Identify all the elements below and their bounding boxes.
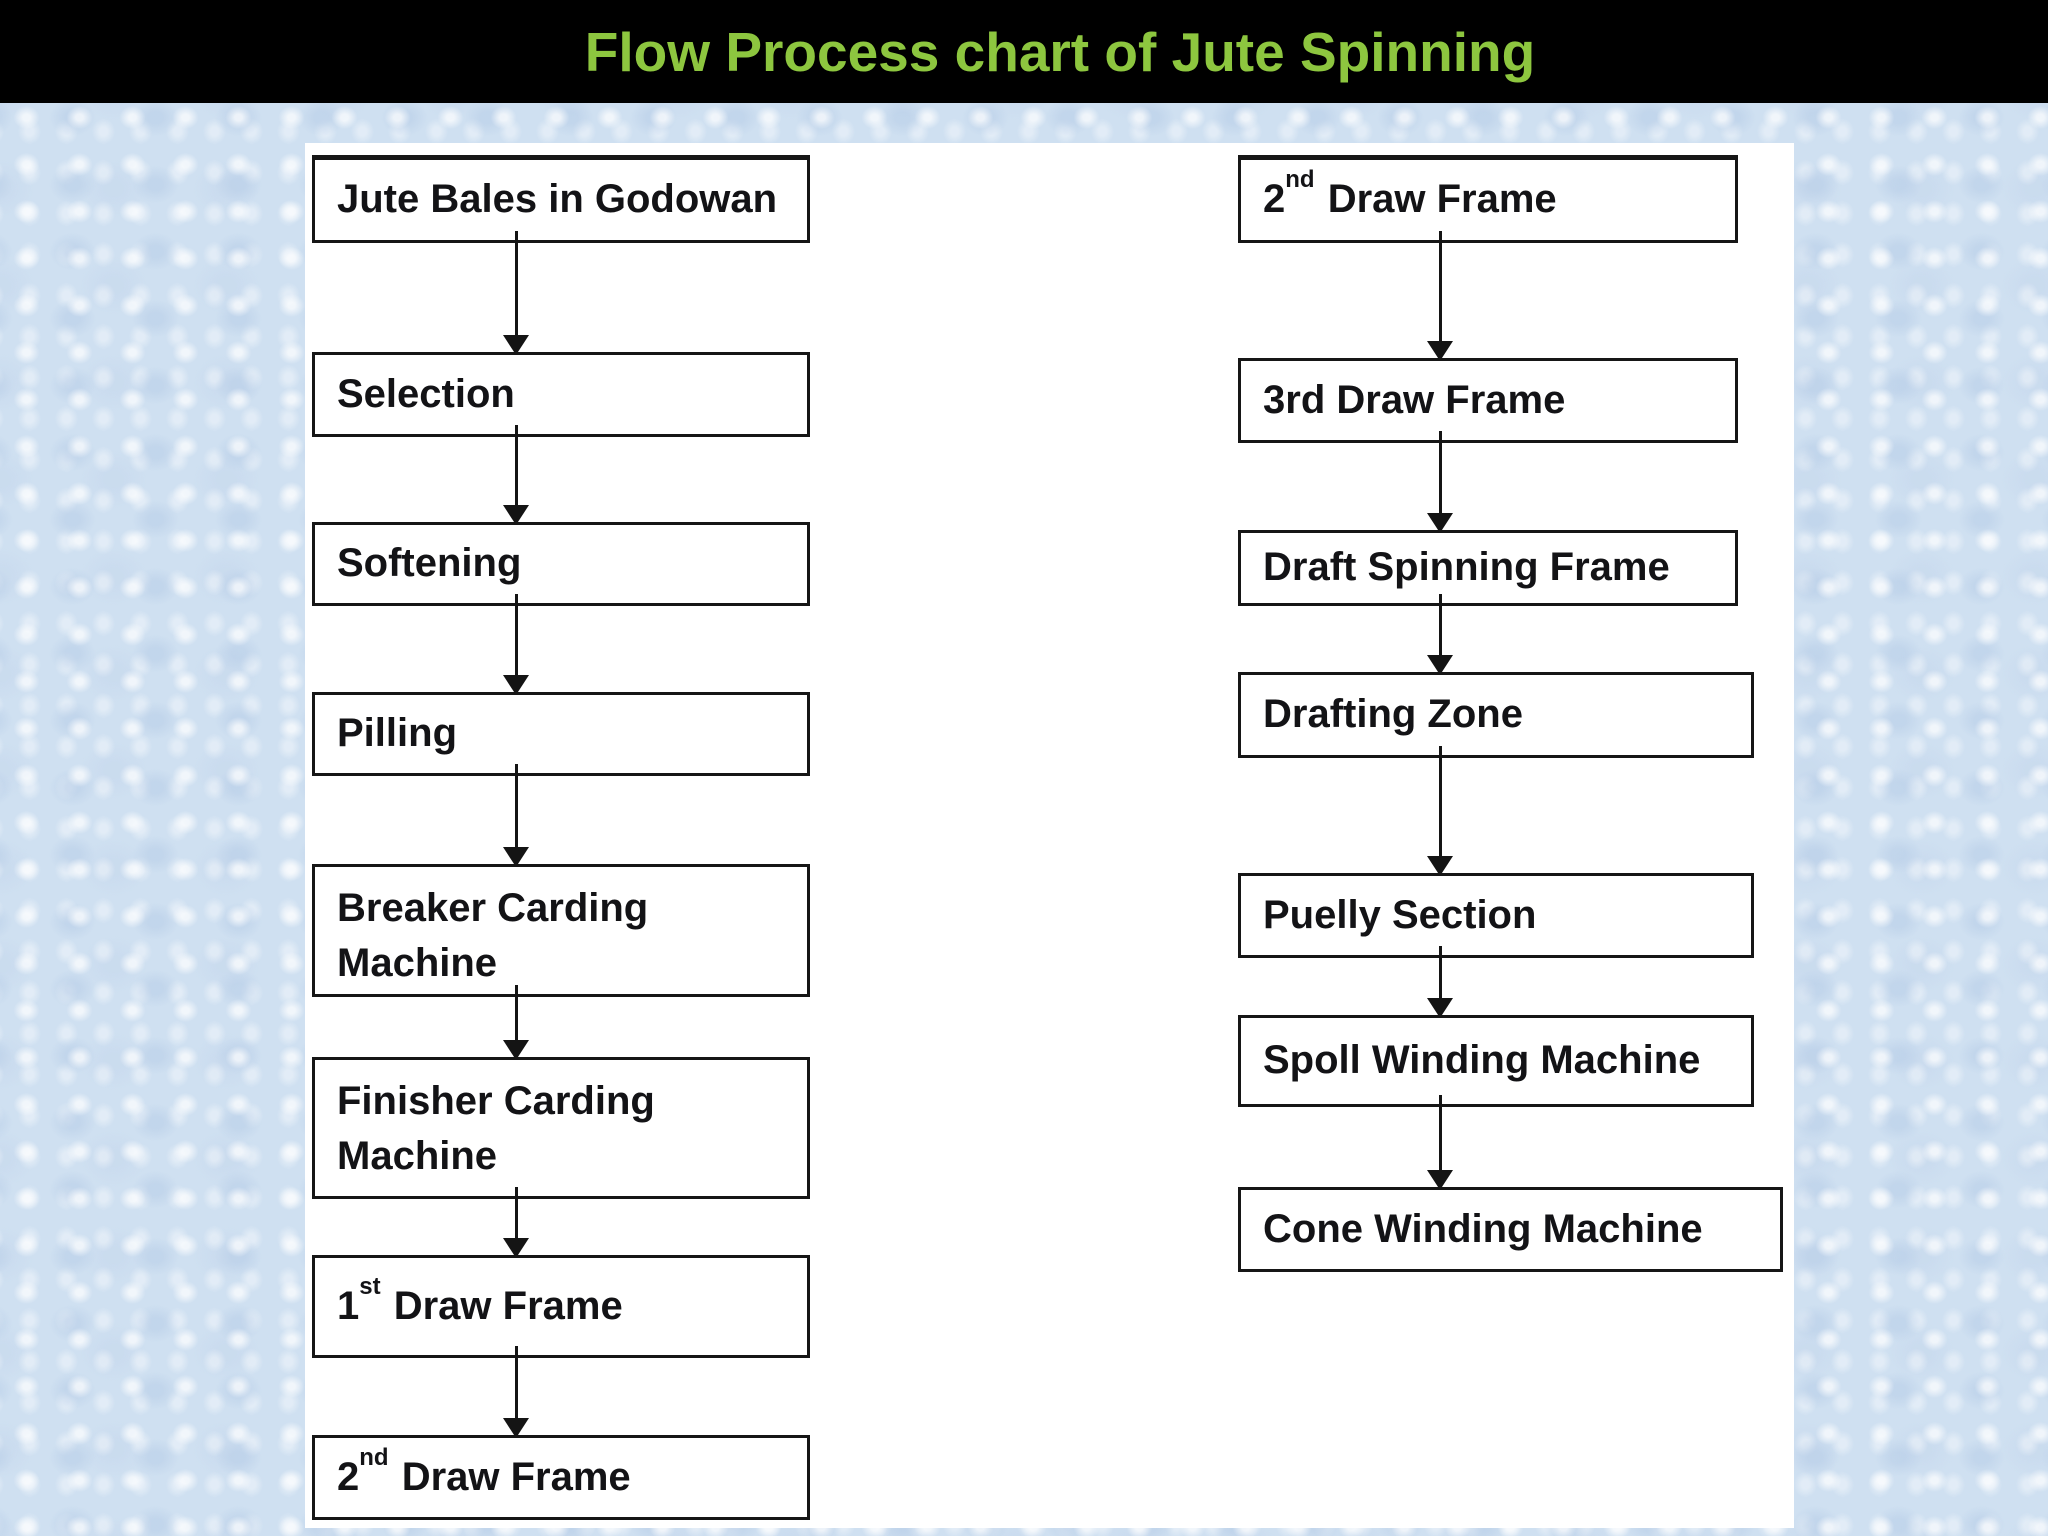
process-box-label: Draft Spinning Frame [1263, 545, 1670, 590]
flow-arrow-down [1427, 231, 1453, 361]
process-box-label: Breaker Carding Machine [337, 886, 649, 986]
process-box-pilling: Pilling [312, 692, 810, 776]
process-box-label: Spoll Winding Machine [1263, 1038, 1701, 1083]
process-box-label: Finisher Carding Machine [337, 1079, 655, 1179]
flow-arrow-down [503, 985, 529, 1060]
process-box-label: Pilling [337, 711, 457, 756]
process-box-label: 2nd Draw Frame [337, 1443, 631, 1499]
process-box-breaker-carding-machine: Breaker Carding Machine [312, 864, 810, 997]
process-box-1st-draw-frame: 1st Draw Frame [312, 1255, 810, 1358]
process-box-spoll-winding-machine: Spoll Winding Machine [1238, 1015, 1754, 1107]
flow-arrow-down [503, 764, 529, 867]
process-box-label: Selection [337, 371, 515, 416]
flow-arrow-down [1427, 746, 1453, 876]
process-box-cone-winding-machine: Cone Winding Machine [1238, 1187, 1783, 1272]
process-box-2nd-draw-frame: 2nd Draw Frame [312, 1435, 810, 1520]
flow-arrow-down [503, 1346, 529, 1438]
title-bar: Flow Process chart of Jute Spinning [0, 0, 2048, 103]
process-box-label: Softening [337, 541, 522, 586]
process-box-softening: Softening [312, 522, 810, 606]
process-box-puelly-section: Puelly Section [1238, 873, 1754, 958]
flow-arrow-down [503, 594, 529, 695]
process-box-label: Cone Winding Machine [1263, 1206, 1703, 1251]
process-box-drafting-zone: Drafting Zone [1238, 672, 1754, 758]
process-box-selection: Selection [312, 352, 810, 437]
process-box-label: 1st Draw Frame [337, 1272, 623, 1328]
page-title: Flow Process chart of Jute Spinning [584, 20, 1536, 83]
process-box-label: 2nd Draw Frame [1263, 166, 1557, 222]
process-box-label: Puelly Section [1263, 892, 1537, 937]
flow-arrow-down [1427, 946, 1453, 1018]
flow-arrow-down [503, 1187, 529, 1258]
process-box-2nd-draw-frame: 2nd Draw Frame [1238, 155, 1738, 243]
process-box-label: 3rd Draw Frame [1263, 377, 1566, 422]
process-box-label: Drafting Zone [1263, 692, 1523, 737]
flow-arrow-down [1427, 1095, 1453, 1190]
flow-arrow-down [1427, 594, 1453, 675]
process-box-jute-bales-in-godowan: Jute Bales in Godowan [312, 155, 810, 243]
flow-arrow-down [503, 231, 529, 355]
flow-arrow-down [503, 425, 529, 525]
process-box-finisher-carding-machine: Finisher Carding Machine [312, 1057, 810, 1199]
process-box-label: Jute Bales in Godowan [337, 177, 778, 222]
process-box-draft-spinning-frame: Draft Spinning Frame [1238, 530, 1738, 606]
process-box-3rd-draw-frame: 3rd Draw Frame [1238, 358, 1738, 443]
flow-arrow-down [1427, 431, 1453, 533]
